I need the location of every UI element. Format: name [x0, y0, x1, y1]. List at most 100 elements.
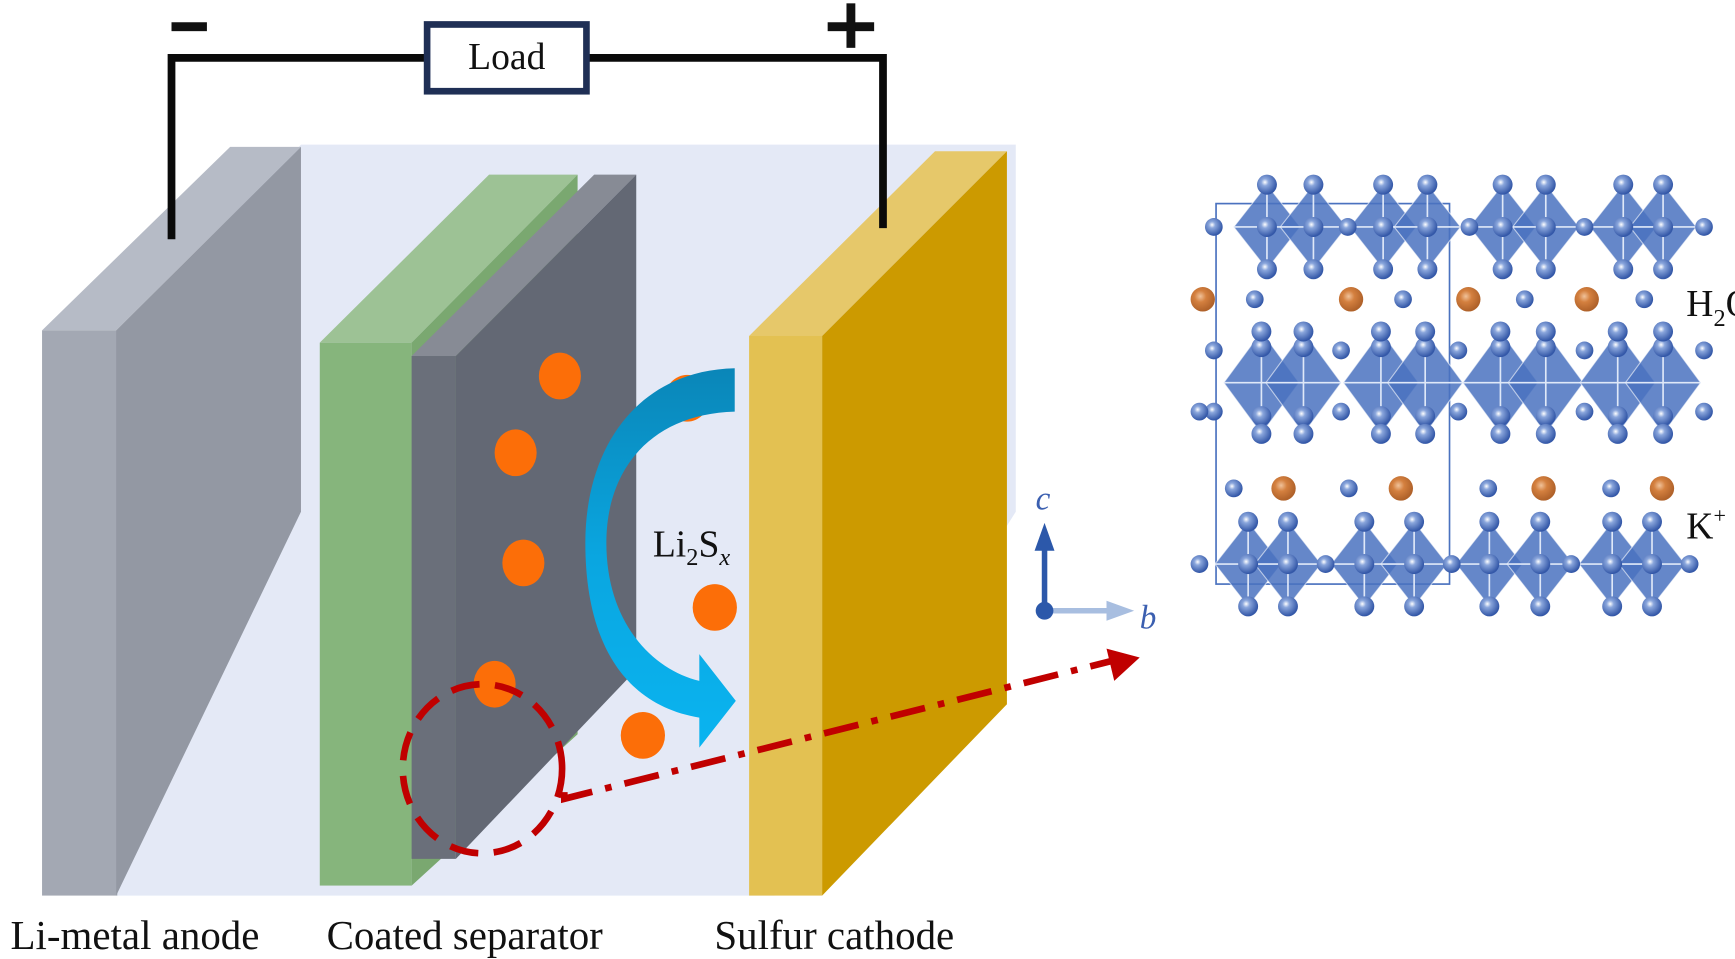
load-box: Load [423, 21, 590, 95]
polysulfide-dot [692, 584, 737, 631]
atom [1490, 321, 1511, 342]
atom [1613, 174, 1634, 195]
negative-terminal-sign [171, 22, 207, 32]
atom [1415, 321, 1436, 342]
atom [1251, 337, 1272, 358]
water-molecule [1394, 290, 1412, 309]
atom [1190, 402, 1209, 421]
atom [1204, 402, 1223, 421]
load-label: Load [468, 36, 545, 78]
h2o-label: H2O [1686, 283, 1735, 332]
atom [1338, 218, 1357, 236]
atom [1278, 511, 1298, 532]
cathode-label: Sulfur cathode [714, 912, 954, 958]
polysulfide-dot [494, 429, 537, 477]
atom [1602, 554, 1623, 575]
atom [1415, 423, 1436, 444]
atom [1653, 406, 1674, 427]
potassium-ion [1531, 476, 1556, 501]
atom [1575, 402, 1594, 421]
atom [1479, 596, 1500, 617]
atom [1303, 216, 1324, 237]
atom [1370, 423, 1391, 444]
atom [1607, 423, 1628, 444]
atom [1535, 216, 1556, 237]
atom [1695, 402, 1713, 421]
atom [1404, 554, 1425, 575]
atom [1607, 321, 1628, 342]
atom [1354, 511, 1375, 532]
atom [1535, 337, 1556, 358]
potassium-ion [1649, 476, 1675, 501]
potassium-ion [1388, 476, 1414, 501]
atom [1530, 511, 1551, 532]
shuttle-arrow [585, 368, 736, 748]
atom [1251, 423, 1272, 444]
axis-c-label: c [1036, 480, 1051, 517]
atom [1680, 555, 1699, 573]
potassium-ion [1574, 287, 1599, 312]
anode-plate [42, 146, 301, 896]
atom [1695, 218, 1713, 236]
atom [1293, 321, 1314, 342]
atom [1613, 216, 1634, 237]
atom [1238, 511, 1259, 532]
atom [1332, 402, 1350, 421]
polysulfide-dot [502, 539, 545, 587]
atom [1238, 596, 1259, 617]
atom [1653, 321, 1674, 342]
external-circuit [167, 53, 887, 240]
water-molecule [1479, 479, 1498, 498]
atom [1535, 259, 1556, 280]
atom [1293, 423, 1314, 444]
potassium-ion [1271, 476, 1296, 501]
water-molecule [1515, 290, 1534, 309]
atom [1607, 337, 1628, 358]
atom [1354, 554, 1375, 575]
atom [1415, 406, 1436, 427]
atom [1370, 337, 1391, 358]
atom [1562, 555, 1581, 573]
atom [1370, 321, 1391, 342]
atom [1204, 218, 1223, 236]
atom [1653, 423, 1674, 444]
highlight-circle [399, 680, 566, 857]
positive-terminal-sign [827, 3, 875, 48]
atom [1642, 511, 1662, 532]
atom [1278, 596, 1298, 617]
water-molecule [1635, 290, 1654, 309]
atom [1575, 341, 1594, 360]
atom [1251, 321, 1272, 342]
crystal-structure [1190, 174, 1713, 617]
positive-wire [586, 53, 887, 229]
atom [1492, 259, 1513, 280]
atom [1303, 174, 1324, 195]
anode-label: Li-metal anode [11, 912, 260, 958]
atom [1535, 321, 1556, 342]
atom [1607, 406, 1628, 427]
axis-b-label: b [1140, 600, 1157, 637]
atom [1303, 259, 1324, 280]
potassium-ion [1456, 287, 1481, 312]
atom [1256, 174, 1277, 195]
atom [1492, 174, 1513, 195]
atom [1354, 596, 1375, 617]
atom [1278, 554, 1298, 575]
atom [1449, 402, 1468, 421]
crystal-axes: c b [1034, 480, 1157, 637]
water-molecule [1602, 479, 1620, 498]
separator-label: Coated separator [327, 912, 604, 958]
negative-wire [167, 53, 427, 240]
atom [1535, 423, 1556, 444]
atom [1535, 406, 1556, 427]
atom [1575, 218, 1594, 236]
atom [1602, 596, 1623, 617]
polysulfide-dot [620, 712, 666, 759]
atom [1653, 216, 1674, 237]
atom [1293, 337, 1314, 358]
atom [1535, 174, 1556, 195]
atom [1653, 174, 1674, 195]
atom [1370, 406, 1391, 427]
potassium-ion [1190, 287, 1215, 312]
